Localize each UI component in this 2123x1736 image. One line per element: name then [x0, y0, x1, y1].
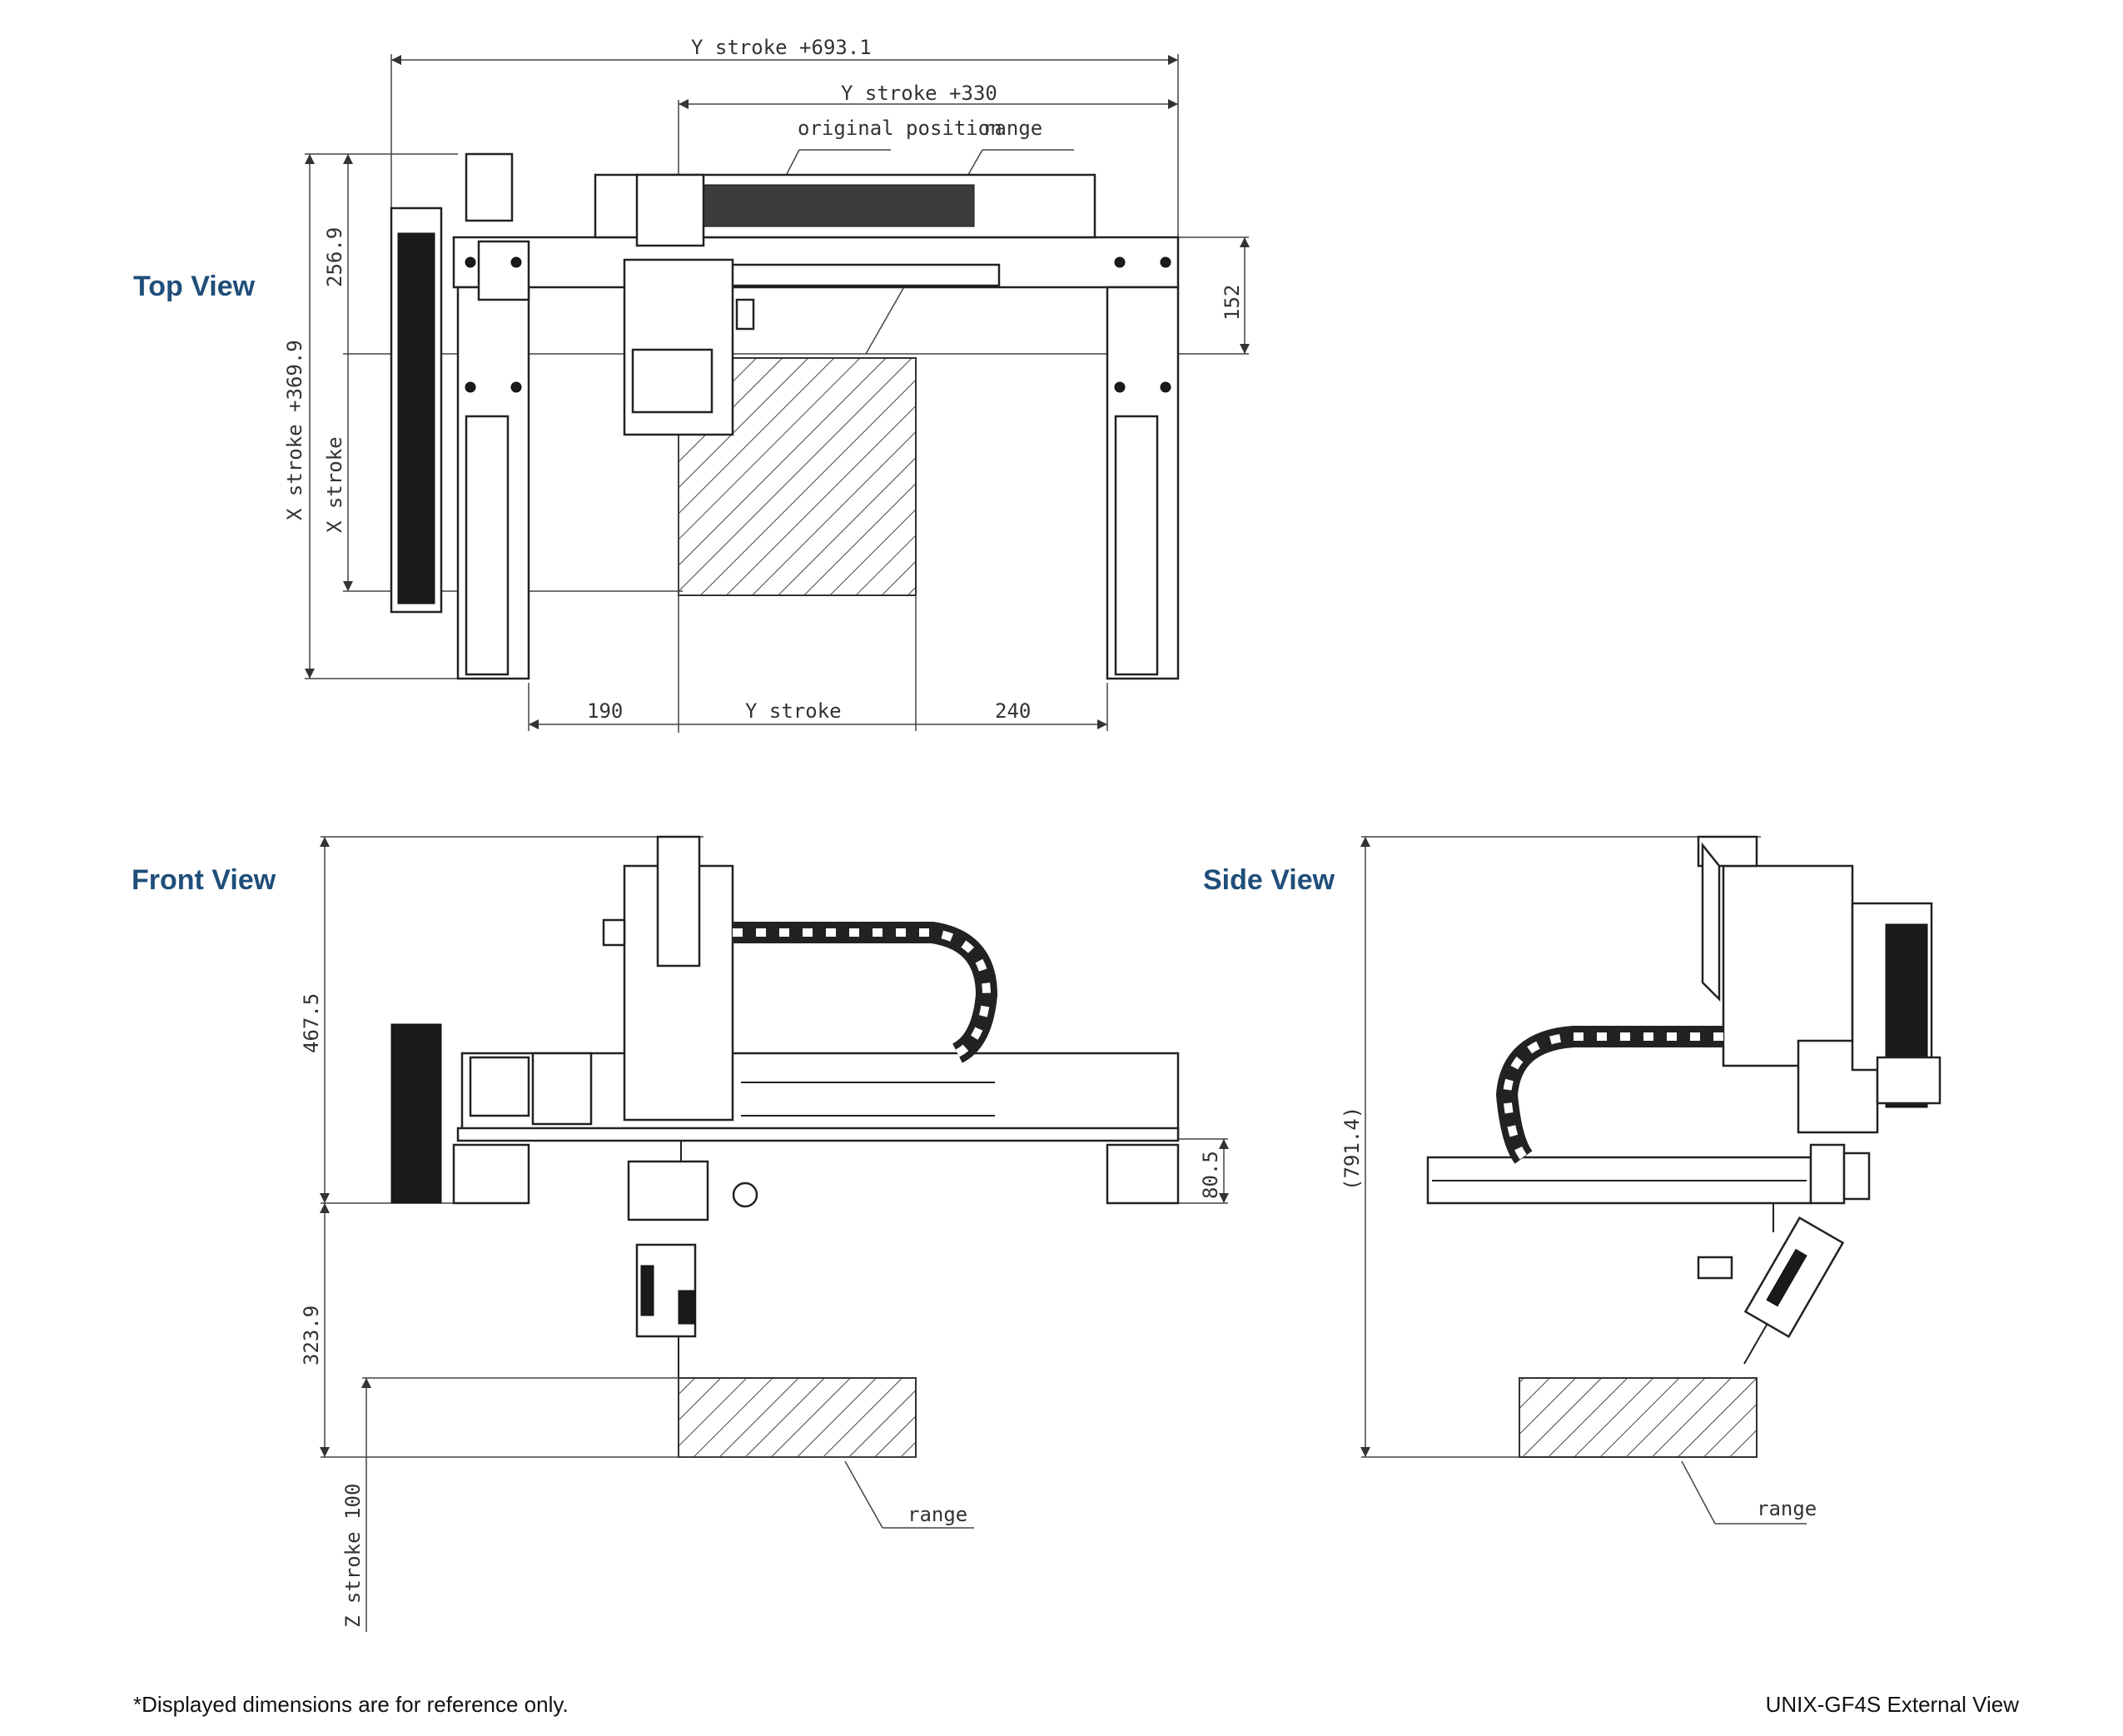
label-front-range: range [907, 1503, 967, 1526]
dim-467: 467.5 [300, 993, 323, 1053]
dim-152: 152 [1221, 285, 1244, 321]
footer-model-label: UNIX-GF4S External View [1765, 1692, 2019, 1717]
dim-x-stroke-total: X stroke +369.9 [283, 340, 306, 520]
top-view-title: Top View [133, 271, 256, 302]
dim-x-stroke: X stroke [323, 436, 346, 533]
dim-z-stroke: Z stroke 100 [341, 1484, 365, 1628]
dim-323: 323.9 [300, 1306, 323, 1365]
label-original-position: original position [798, 117, 1002, 140]
dim-791: (791.4) [1340, 1107, 1364, 1191]
dim-256: 256.9 [323, 227, 346, 287]
side-range-area [1519, 1377, 1758, 1458]
front-range-area [678, 1377, 917, 1458]
dim-y-stroke-330: Y stroke +330 [841, 82, 997, 105]
label-side-range: range [1757, 1497, 1817, 1520]
front-view-drawing [320, 835, 1229, 1632]
front-view-title: Front View [132, 864, 276, 896]
dim-190: 190 [587, 699, 623, 723]
dim-240: 240 [995, 699, 1031, 723]
dim-y-stroke: Y stroke [745, 699, 842, 723]
side-view-drawing [1360, 835, 1942, 1525]
dim-y-stroke-total: Y stroke +693.1 [691, 36, 872, 59]
top-view-drawing [305, 54, 1250, 733]
dim-80: 80.5 [1199, 1151, 1222, 1199]
side-view-title: Side View [1203, 864, 1335, 896]
label-top-range: range [982, 117, 1042, 140]
footer-disclaimer: *Displayed dimensions are for reference … [133, 1692, 569, 1717]
